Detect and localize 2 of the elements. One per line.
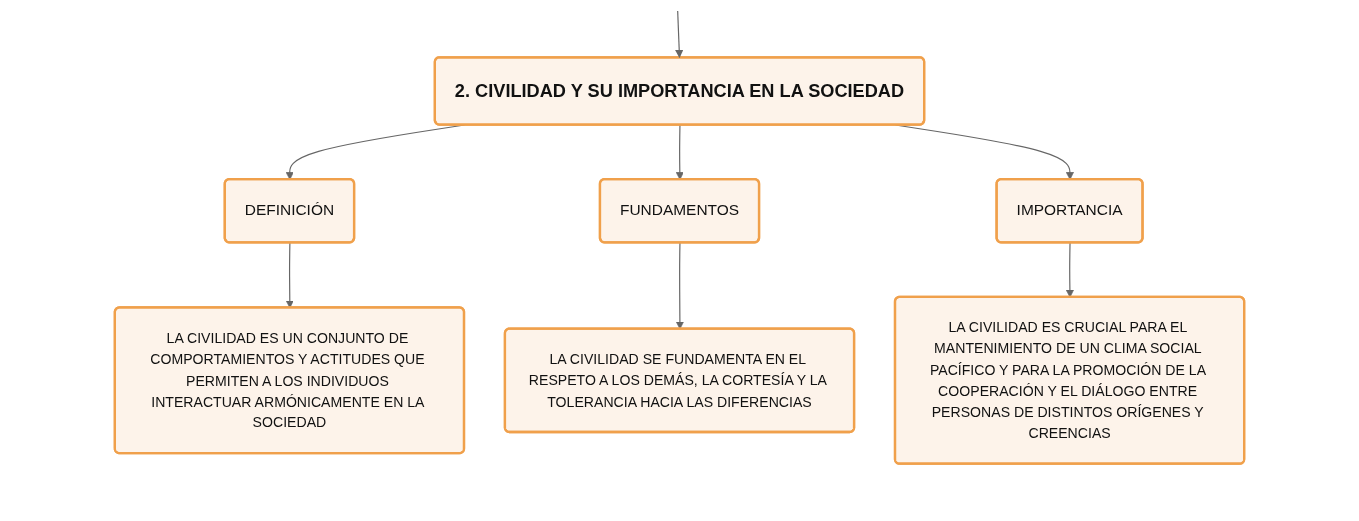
arrow xyxy=(675,10,684,59)
arrow xyxy=(675,124,684,180)
